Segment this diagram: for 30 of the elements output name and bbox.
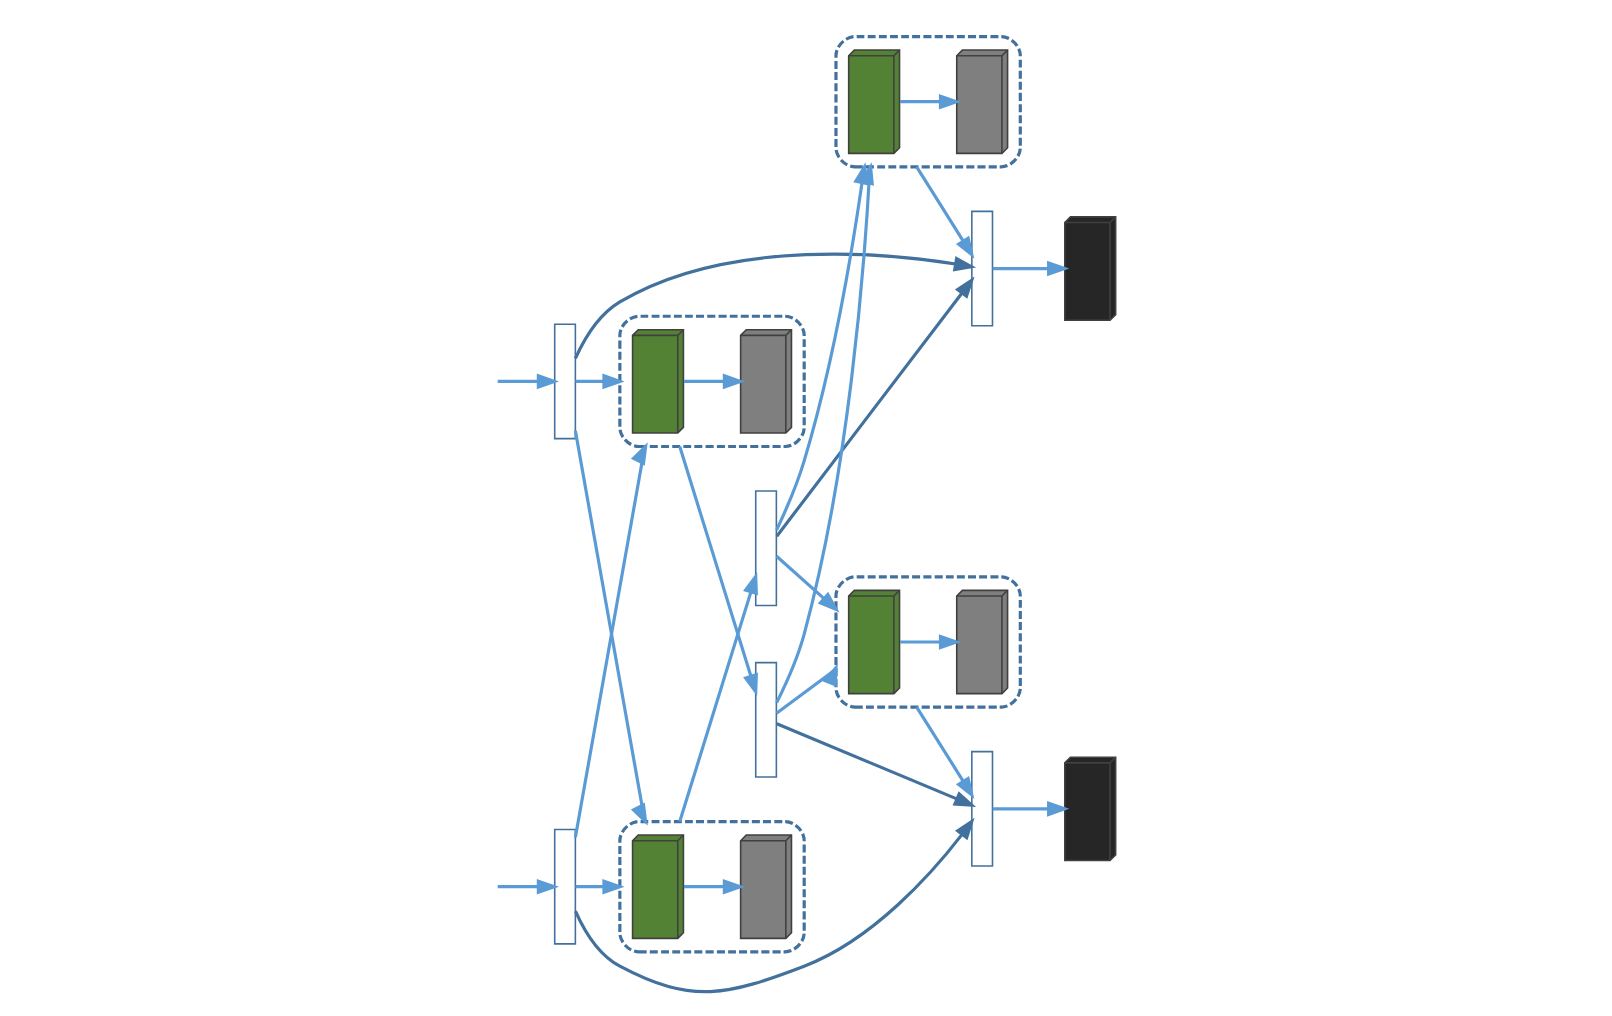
arrow: [574, 252, 977, 359]
cluster: [618, 819, 806, 954]
arrow: [575, 373, 625, 390]
arrow: [775, 663, 838, 715]
arrow: [683, 373, 746, 390]
arrow: [775, 276, 975, 538]
cluster: [618, 314, 806, 449]
arrow: [992, 801, 1070, 817]
arrow: [575, 878, 625, 895]
arrow: [574, 817, 975, 994]
cluster: [834, 34, 1022, 169]
arrow: [678, 446, 758, 697]
arrow: [915, 166, 975, 259]
arrow: [900, 93, 962, 110]
arrow: [992, 260, 1070, 277]
node-bar: [971, 750, 994, 867]
node-bar: [971, 210, 994, 327]
arrow: [497, 878, 560, 895]
arrow: [497, 373, 560, 390]
arrow: [776, 722, 977, 807]
arrow: [683, 878, 746, 895]
arrow: [775, 555, 840, 613]
node-bar: [754, 661, 778, 778]
node-bar: [553, 828, 577, 945]
arrow: [900, 634, 962, 650]
arrow: [678, 571, 758, 822]
arrow: [915, 706, 975, 799]
node-bar: [553, 323, 577, 440]
node-bar: [754, 490, 778, 607]
cluster: [834, 575, 1022, 709]
